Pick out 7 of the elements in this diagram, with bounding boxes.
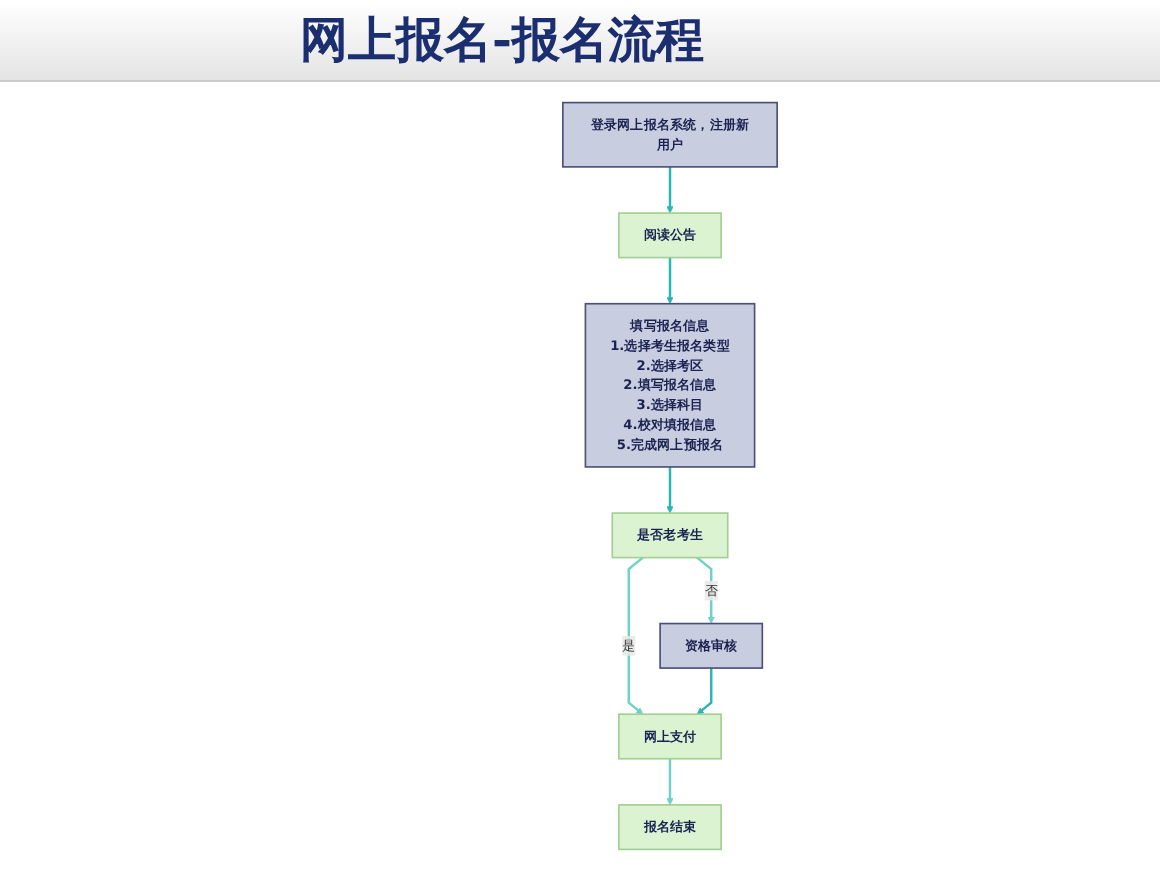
arrow (666, 257, 674, 305)
arrow (696, 668, 713, 715)
arrow (666, 758, 674, 806)
arrow (666, 466, 674, 514)
arrow (666, 166, 674, 214)
page-title: 网上报名-报名流程 (300, 8, 704, 72)
arrow (627, 556, 644, 715)
